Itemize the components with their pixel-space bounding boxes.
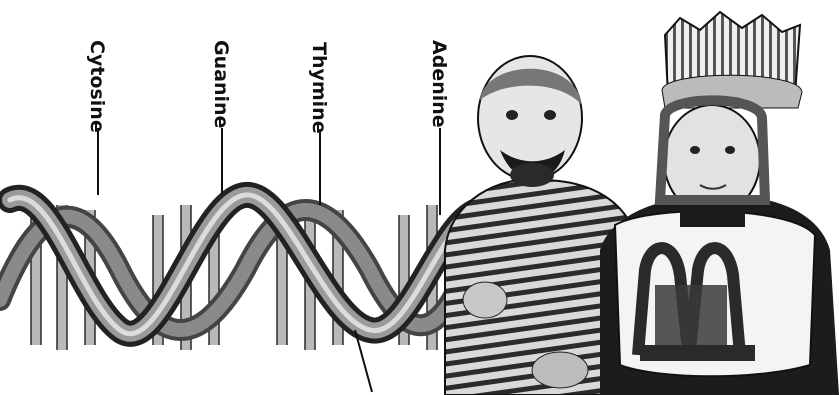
label-leaders [98,128,440,392]
base-labels: Cytosine Guanine Thymine Adenine [86,40,450,134]
dna-helix [0,195,480,350]
label-guanine: Guanine [210,40,232,128]
label-thymine: Thymine [308,42,330,134]
baby-hand [463,282,507,318]
label-adenine: Adenine [428,40,450,128]
label-cytosine: Cytosine [86,40,108,133]
child-costume-photo [600,12,839,395]
